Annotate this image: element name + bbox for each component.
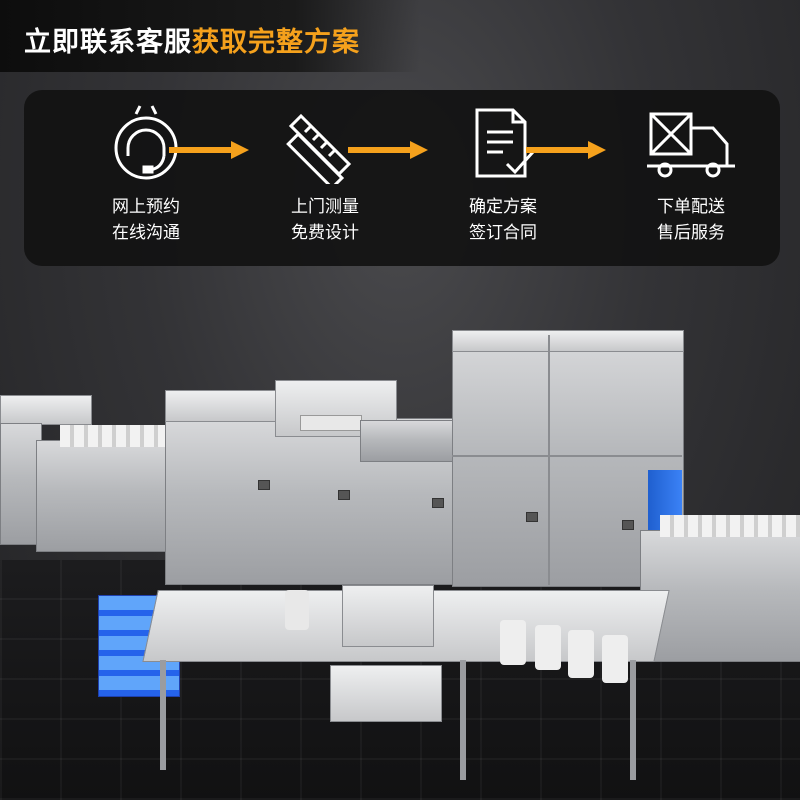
step-online-booking: 网上预约 在线沟通	[71, 104, 221, 246]
banner-title-orange: 获取完整方案	[192, 27, 360, 58]
document-check-icon	[475, 108, 535, 178]
arrow-right-icon	[169, 141, 249, 159]
banner-title: 立即联系客服获取完整方案	[24, 20, 360, 59]
delivery-truck-icon	[647, 112, 735, 178]
step-delivery-service: 下单配送 售后服务	[616, 104, 766, 246]
step-1-label: 网上预约 在线沟通	[71, 194, 221, 246]
step-3-line2: 签订合同	[469, 223, 537, 243]
step-3-label: 确定方案 签订合同	[428, 194, 578, 246]
step-1-line2: 在线沟通	[112, 223, 180, 243]
step-onsite-measure: 上门测量 免费设计	[250, 104, 400, 246]
step-3-line1: 确定方案	[469, 197, 537, 217]
step-4-line2: 售后服务	[657, 223, 725, 243]
step-4-line1: 下单配送	[657, 197, 725, 217]
step-2-label: 上门测量 免费设计	[250, 194, 400, 246]
step-1-line1: 网上预约	[112, 197, 180, 217]
process-panel: 网上预约 在线沟通 上门测量 免费设计 确定方案 签订	[24, 90, 780, 266]
banner-title-white: 立即联系客服	[24, 27, 192, 58]
header-banner: 立即联系客服获取完整方案	[0, 0, 420, 72]
step-2-line2: 免费设计	[291, 223, 359, 243]
arrow-right-icon	[526, 141, 606, 159]
step-4-label: 下单配送 售后服务	[616, 194, 766, 246]
arrow-right-icon	[348, 141, 428, 159]
ruler-pencil-icon	[286, 113, 352, 184]
step-confirm-plan: 确定方案 签订合同	[428, 104, 578, 246]
step-2-line1: 上门测量	[291, 197, 359, 217]
